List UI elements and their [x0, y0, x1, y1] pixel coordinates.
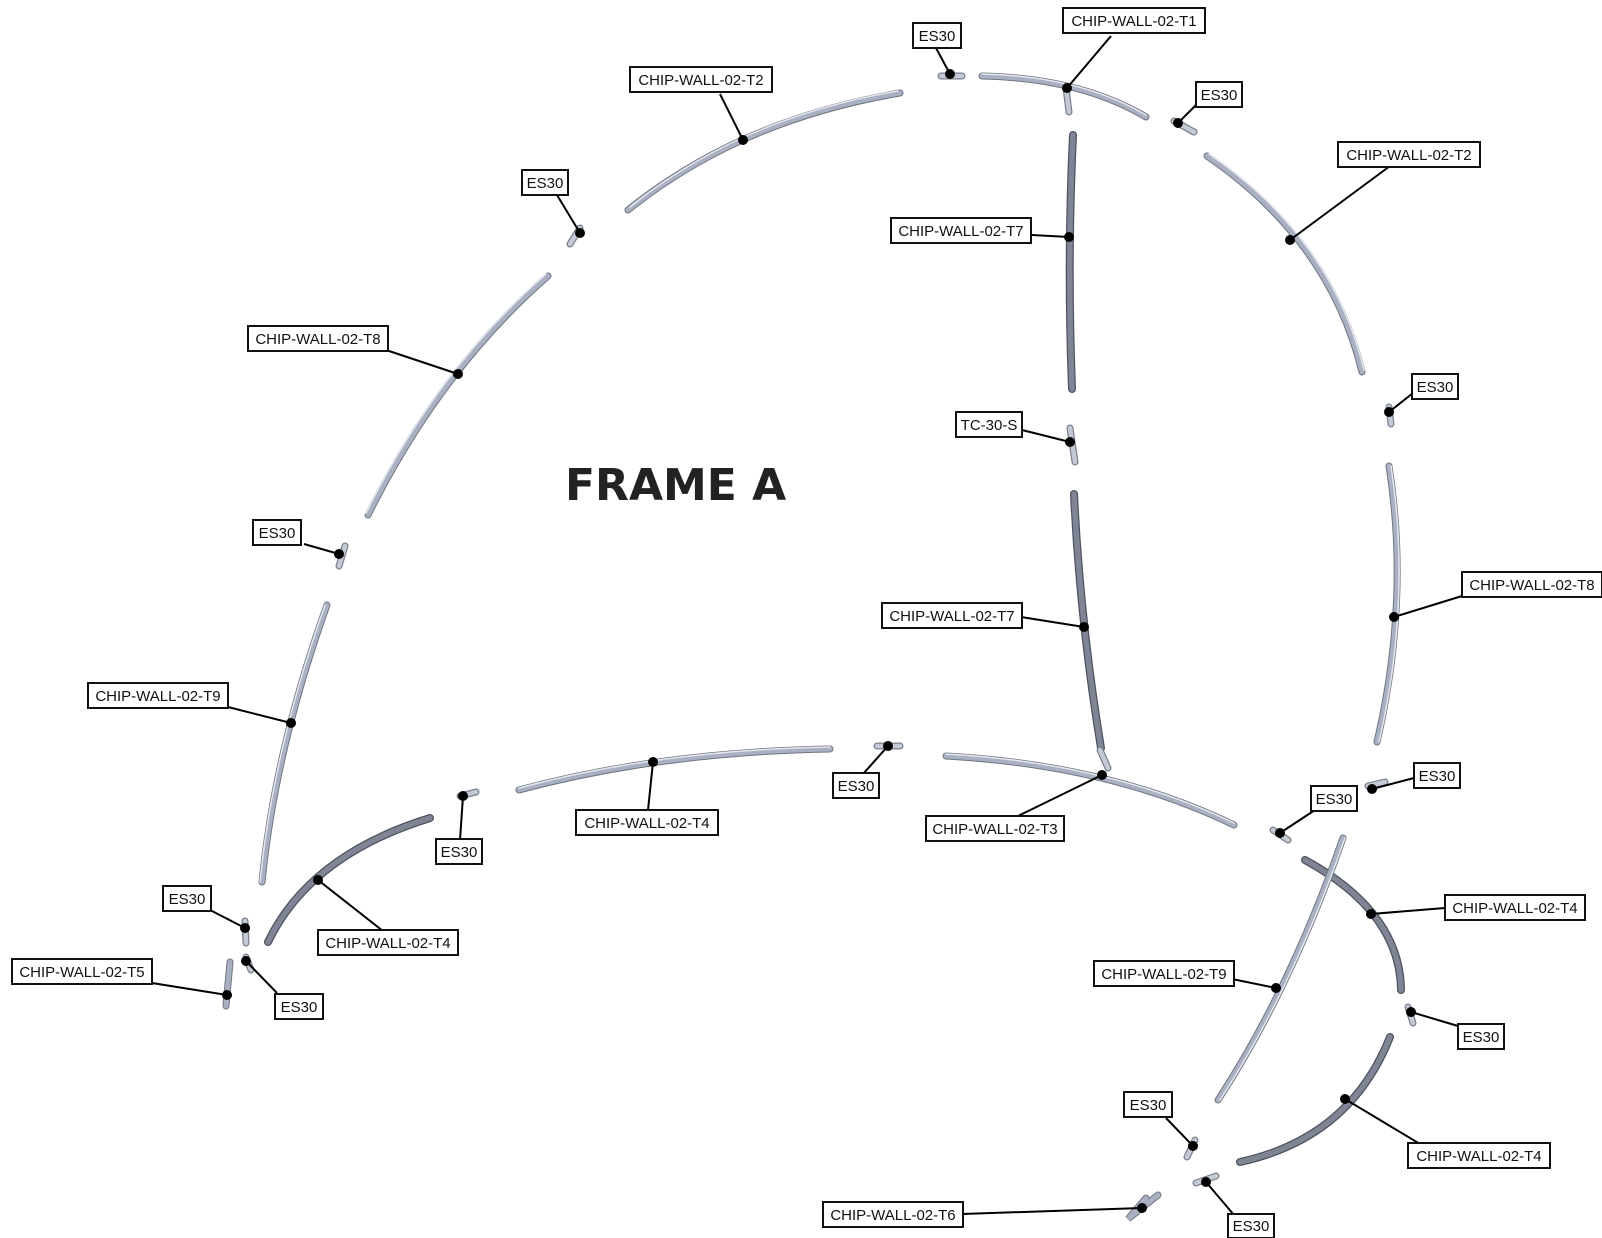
- tube-segment: [942, 752, 1238, 829]
- frame-title: FRAME A: [565, 460, 786, 511]
- tube-callout: CHIP-WALL-02-T2: [1285, 141, 1481, 245]
- connector-label: ES30: [1201, 87, 1238, 104]
- connector-label: ES30: [281, 999, 318, 1016]
- connector-callout: ES30: [1406, 1007, 1505, 1050]
- tube-label: CHIP-WALL-02-T4: [1452, 900, 1577, 917]
- tube-label: CHIP-WALL-02-T9: [1101, 966, 1226, 983]
- tube-segment: [1236, 1033, 1394, 1166]
- connector-callout: TC-30-S: [955, 411, 1075, 447]
- tube-label: CHIP-WALL-02-T7: [898, 223, 1023, 240]
- connector-callout: ES30: [252, 519, 344, 559]
- connector-label: ES30: [1419, 768, 1456, 785]
- tube-label: CHIP-WALL-02-T6: [830, 1207, 955, 1224]
- connector-callout: ES30: [832, 741, 893, 799]
- tube-label: CHIP-WALL-02-T1: [1071, 13, 1196, 30]
- tube-label: CHIP-WALL-02-T4: [1416, 1148, 1541, 1165]
- tube-label: CHIP-WALL-02-T7: [889, 608, 1014, 625]
- tube-callout: CHIP-WALL-02-T1: [1062, 7, 1206, 93]
- tube-label: CHIP-WALL-02-T4: [325, 935, 450, 952]
- tube-callout: CHIP-WALL-02-T2: [629, 66, 773, 145]
- tube-label: CHIP-WALL-02-T4: [584, 815, 709, 832]
- tube-labels: CHIP-WALL-02-T2 CHIP-WALL-02-T1 CHIP-WAL…: [11, 7, 1602, 1228]
- connector-callout: ES30: [435, 791, 483, 865]
- tube-callout: CHIP-WALL-02-T9: [87, 682, 296, 728]
- tube-callout: CHIP-WALL-02-T7: [890, 217, 1074, 244]
- connector-callout: ES30: [912, 22, 962, 79]
- connector-label: ES30: [169, 891, 206, 908]
- tube-segment: [1203, 152, 1366, 376]
- tube-callout: CHIP-WALL-02-T4: [1366, 894, 1586, 921]
- connector-callout: ES30: [241, 956, 324, 1020]
- connector-piece: [1096, 746, 1112, 772]
- tube-label: CHIP-WALL-02-T2: [638, 72, 763, 89]
- connector-label: ES30: [527, 175, 564, 192]
- connector-callout: ES30: [1367, 762, 1461, 794]
- connector-labels: ES30 ES30 ES30 ES30 TC-30-S: [162, 22, 1505, 1238]
- connector-callout: ES30: [1275, 785, 1358, 838]
- connector-pieces: [241, 72, 1417, 1187]
- connector-callout: ES30: [162, 885, 250, 933]
- tube-callout: CHIP-WALL-02-T5: [11, 958, 232, 1000]
- tube-segment: [258, 601, 331, 886]
- connector-callout: ES30: [1201, 1177, 1275, 1238]
- tube-callout: CHIP-WALL-02-T6: [822, 1201, 1147, 1228]
- tube-callout: CHIP-WALL-02-T7: [881, 602, 1089, 632]
- tube-callout: CHIP-WALL-02-T9: [1093, 960, 1281, 993]
- connector-callout: ES30: [1123, 1091, 1198, 1151]
- connector-callout: ES30: [1384, 373, 1459, 417]
- tube-callout: CHIP-WALL-02-T8: [1389, 571, 1602, 622]
- tube-callout: CHIP-WALL-02-T4: [313, 875, 459, 956]
- tube-segment: [515, 745, 834, 794]
- connector-label: ES30: [1463, 1029, 1500, 1046]
- connector-callout: ES30: [521, 169, 585, 238]
- tube-segment: [1373, 462, 1401, 746]
- connector-label: ES30: [441, 844, 478, 861]
- tube-segment: [1070, 490, 1105, 752]
- tube-callout: CHIP-WALL-02-T8: [247, 325, 463, 379]
- tube-label: CHIP-WALL-02-T8: [1469, 577, 1594, 594]
- tube-label: CHIP-WALL-02-T8: [255, 331, 380, 348]
- tube-callout: CHIP-WALL-02-T3: [925, 770, 1107, 842]
- connector-label: ES30: [838, 778, 875, 795]
- tube-segment: [1301, 856, 1405, 994]
- tube-segment: [1065, 131, 1077, 393]
- tube-callout: CHIP-WALL-02-T4: [1340, 1094, 1551, 1169]
- tube-callout: CHIP-WALL-02-T4: [575, 757, 719, 836]
- connector-label: ES30: [919, 28, 956, 45]
- tube-label: CHIP-WALL-02-T2: [1346, 147, 1471, 164]
- connector-label: ES30: [259, 525, 296, 542]
- tube-label: CHIP-WALL-02-T9: [95, 688, 220, 705]
- connector-label: ES30: [1130, 1097, 1167, 1114]
- tube-segment: [264, 814, 434, 946]
- tube-label: CHIP-WALL-02-T3: [932, 821, 1057, 838]
- tube-segments: [222, 72, 1405, 1222]
- connector-label: ES30: [1417, 379, 1454, 396]
- tube-segment: [1214, 834, 1347, 1104]
- connector-label: TC-30-S: [961, 417, 1018, 434]
- tube-segment: [978, 72, 1150, 121]
- tube-segment: [364, 272, 552, 519]
- connector-callout: ES30: [1173, 81, 1243, 128]
- tube-label: CHIP-WALL-02-T5: [19, 964, 144, 981]
- connector-label: ES30: [1316, 791, 1353, 808]
- connector-label: ES30: [1233, 1218, 1270, 1235]
- tube-segment: [624, 89, 904, 214]
